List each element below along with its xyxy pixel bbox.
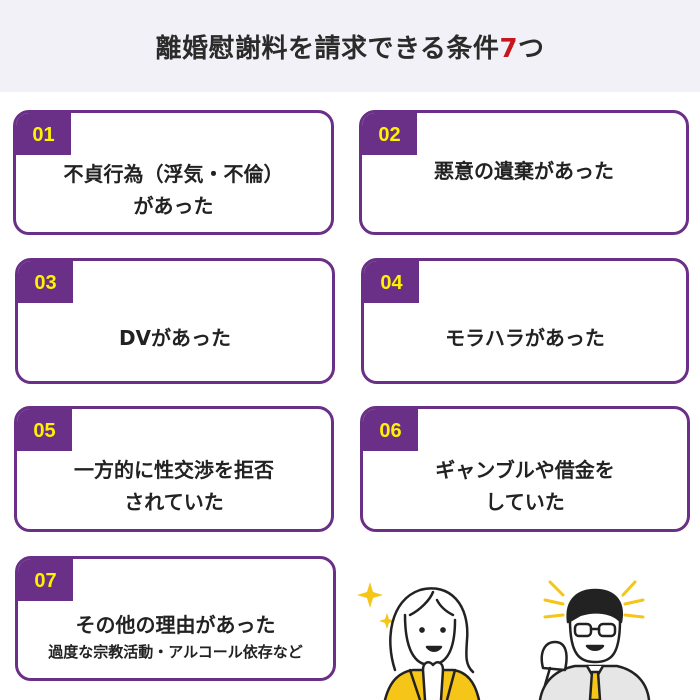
card-text: 一方的に性交渉を拒否 [74,458,274,482]
card-number-badge: 03 [18,261,73,303]
title-text: 離婚慰謝料を請求できる条件 [155,33,500,64]
people-illustration [355,560,700,700]
card-number-badge: 05 [17,409,72,451]
condition-card-04: 04 モラハラがあった [361,258,689,384]
woman-figure [383,587,481,700]
card-subtext: 過度な宗教活動・アルコール依存など [48,642,303,661]
man-figure [538,588,651,700]
card-text: ギャンブルや借金を [435,458,615,482]
condition-card-01: 01 不貞行為（浮気・不倫） があった [13,110,334,235]
card-text: 不貞行為（浮気・不倫） [63,161,284,186]
condition-card-02: 02 悪意の遺棄があった [359,110,689,235]
condition-card-07: 07 その他の理由があった 過度な宗教活動・アルコール依存など [15,556,336,681]
card-text: その他の理由があった [75,612,276,637]
title-suffix: つ [518,33,545,64]
card-text: モラハラがあった [445,326,605,350]
card-text: があった [133,193,214,218]
header-banner: 離婚慰謝料を請求できる条件7つ [0,0,700,92]
condition-card-06: 06 ギャンブルや借金を していた [360,406,690,532]
card-text: DVがあった [118,326,232,350]
card-text: されていた [124,490,224,514]
card-text: 悪意の遺棄があった [434,159,614,183]
condition-card-03: 03 DVがあった [15,258,335,384]
page-title: 離婚慰謝料を請求できる条件7つ [155,28,544,65]
card-number-badge: 02 [362,113,417,155]
card-number-badge: 04 [364,261,419,303]
title-count: 7 [499,33,519,64]
card-number-badge: 07 [18,559,73,601]
condition-card-05: 05 一方的に性交渉を拒否 されていた [14,406,334,532]
emphasis-lines-icon [543,580,645,619]
card-number-badge: 01 [16,113,71,155]
card-text: していた [485,490,565,514]
card-number-badge: 06 [363,409,418,451]
